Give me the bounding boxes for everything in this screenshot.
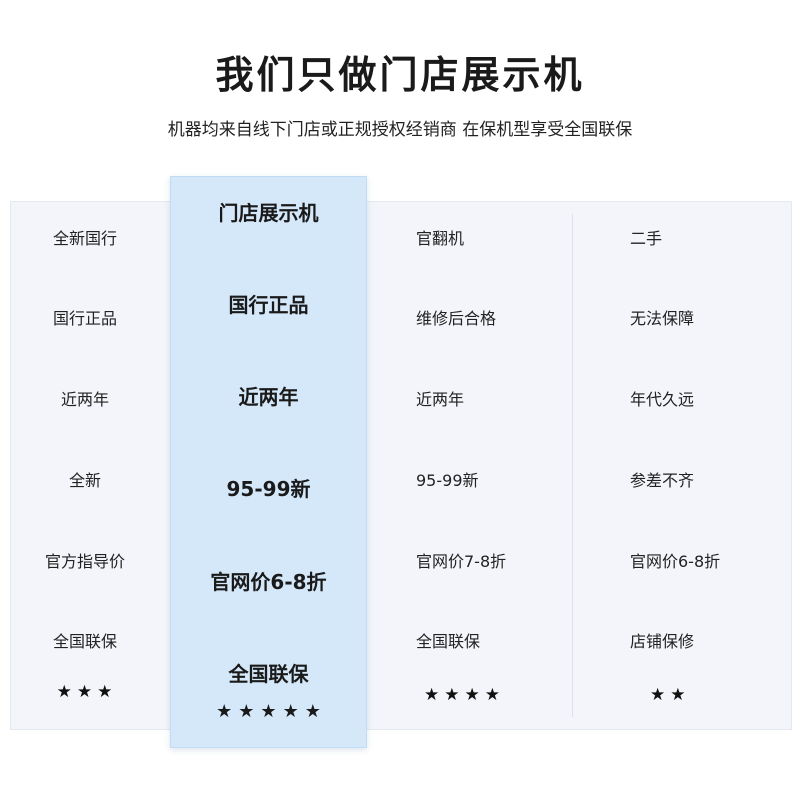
- column-secondhand-header: 二手: [630, 229, 663, 248]
- column-refurbished-warranty: 全国联保: [416, 632, 481, 651]
- column-new-age: 近两年: [60, 390, 109, 409]
- column-display-header: 门店展示机: [218, 201, 319, 225]
- column-secondhand-condition: 参差不齐: [630, 471, 695, 490]
- column-new-header: 全新国行: [52, 229, 117, 248]
- column-secondhand-rating: ★★: [650, 685, 691, 705]
- column-divider: [572, 214, 573, 717]
- column-refurbished-header: 官翻机: [416, 229, 465, 248]
- column-secondhand-warranty: 店铺保修: [630, 632, 695, 651]
- column-refurbished-rating: ★★★★: [424, 685, 505, 705]
- column-new-origin: 国行正品: [52, 309, 117, 328]
- column-new-condition: 全新: [68, 471, 101, 490]
- column-secondhand-price: 官网价6-8折: [630, 552, 721, 571]
- column-display-condition: 95-99新: [226, 477, 311, 501]
- comparison-table: [10, 201, 792, 730]
- column-refurbished-condition: 95-99新: [416, 471, 479, 490]
- column-new-rating: ★★★: [56, 682, 118, 702]
- column-display-origin: 国行正品: [228, 293, 309, 317]
- column-refurbished-age: 近两年: [416, 390, 465, 409]
- column-secondhand-origin: 无法保障: [630, 309, 695, 328]
- column-refurbished-origin: 维修后合格: [416, 309, 497, 328]
- column-display-rating: ★★★★★: [216, 701, 327, 722]
- column-display-age: 近两年: [238, 385, 299, 409]
- column-display-highlight: 门店展示机 国行正品 近两年 95-99新 官网价6-8折 全国联保 ★★★★★: [170, 176, 367, 748]
- column-new-price: 官方指导价: [44, 552, 125, 571]
- column-display-warranty: 全国联保: [228, 662, 309, 686]
- column-secondhand-age: 年代久远: [630, 390, 695, 409]
- column-refurbished-price: 官网价7-8折: [416, 552, 507, 571]
- page-subtitle: 机器均来自线下门店或正规授权经销商 在保机型享受全国联保: [167, 120, 633, 140]
- page-title: 我们只做门店展示机: [215, 53, 585, 97]
- column-display-price: 官网价6-8折: [210, 570, 327, 594]
- column-new-warranty: 全国联保: [52, 632, 117, 651]
